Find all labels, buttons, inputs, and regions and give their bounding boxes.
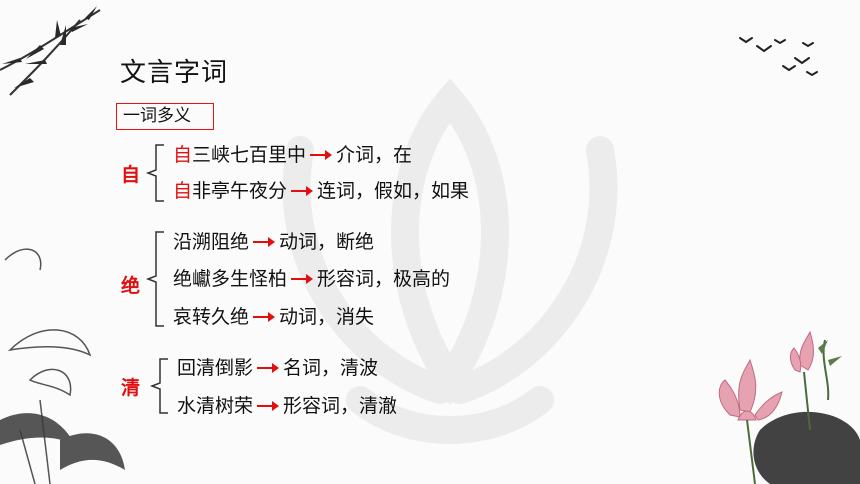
item-meaning: 形容词，极高的 (317, 268, 451, 290)
item-meaning: 动词，断绝 (279, 231, 375, 253)
brace-icon (145, 231, 164, 327)
list-item: 自非亭午夜分 连词，假如，如果 (173, 179, 469, 203)
group-head-jue: 绝 (121, 275, 141, 297)
item-phrase: 哀转久绝 (173, 306, 250, 328)
list-item: 自三峡七百里中 介词，在 (173, 143, 412, 167)
page-title: 文言字词 (120, 58, 229, 88)
item-phrase: 沿溯阻绝 (173, 231, 250, 253)
list-item: 回清倒影 名词，清波 (177, 356, 378, 380)
item-meaning: 动词，消失 (279, 306, 375, 328)
item-phrase: 三峡七百里中 (192, 144, 307, 166)
lotus-painting-icon (0, 248, 125, 484)
arrow-right-icon (291, 273, 314, 284)
item-phrase: 绝巘多生怪柏 (173, 268, 288, 290)
item-meaning: 介词，在 (336, 144, 413, 166)
arrow-right-icon (291, 185, 314, 196)
bamboo-painting-icon (0, 6, 101, 96)
brace-icon (149, 358, 168, 414)
item-meaning: 连词，假如，如果 (317, 180, 470, 202)
group-head-zi: 自 (121, 164, 141, 186)
group-head-qing: 清 (121, 377, 141, 399)
list-item: 绝巘多生怪柏 形容词，极高的 (173, 267, 450, 291)
item-phrase: 水清树荣 (177, 395, 254, 417)
item-meaning: 名词，清波 (283, 357, 379, 379)
list-item: 沿溯阻绝 动词，断绝 (173, 230, 374, 254)
lotus-watermark-icon (282, 78, 618, 444)
brace-icon (145, 144, 164, 202)
item-phrase: 回清倒影 (177, 357, 254, 379)
arrow-right-icon (310, 149, 333, 160)
section-label: 一词多义 (116, 103, 214, 130)
arrow-right-icon (257, 400, 280, 411)
arrow-right-icon (257, 362, 280, 373)
birds-icon (739, 37, 818, 77)
arrow-right-icon (253, 236, 276, 247)
item-prefix: 自 (173, 144, 193, 166)
item-prefix: 自 (173, 180, 193, 202)
arrow-right-icon (253, 311, 276, 322)
lotus-painting-icon (718, 330, 860, 484)
list-item: 水清树荣 形容词，清澈 (177, 394, 397, 418)
item-meaning: 形容词，清澈 (283, 395, 398, 417)
list-item: 哀转久绝 动词，消失 (173, 305, 374, 329)
item-phrase: 非亭午夜分 (192, 180, 288, 202)
